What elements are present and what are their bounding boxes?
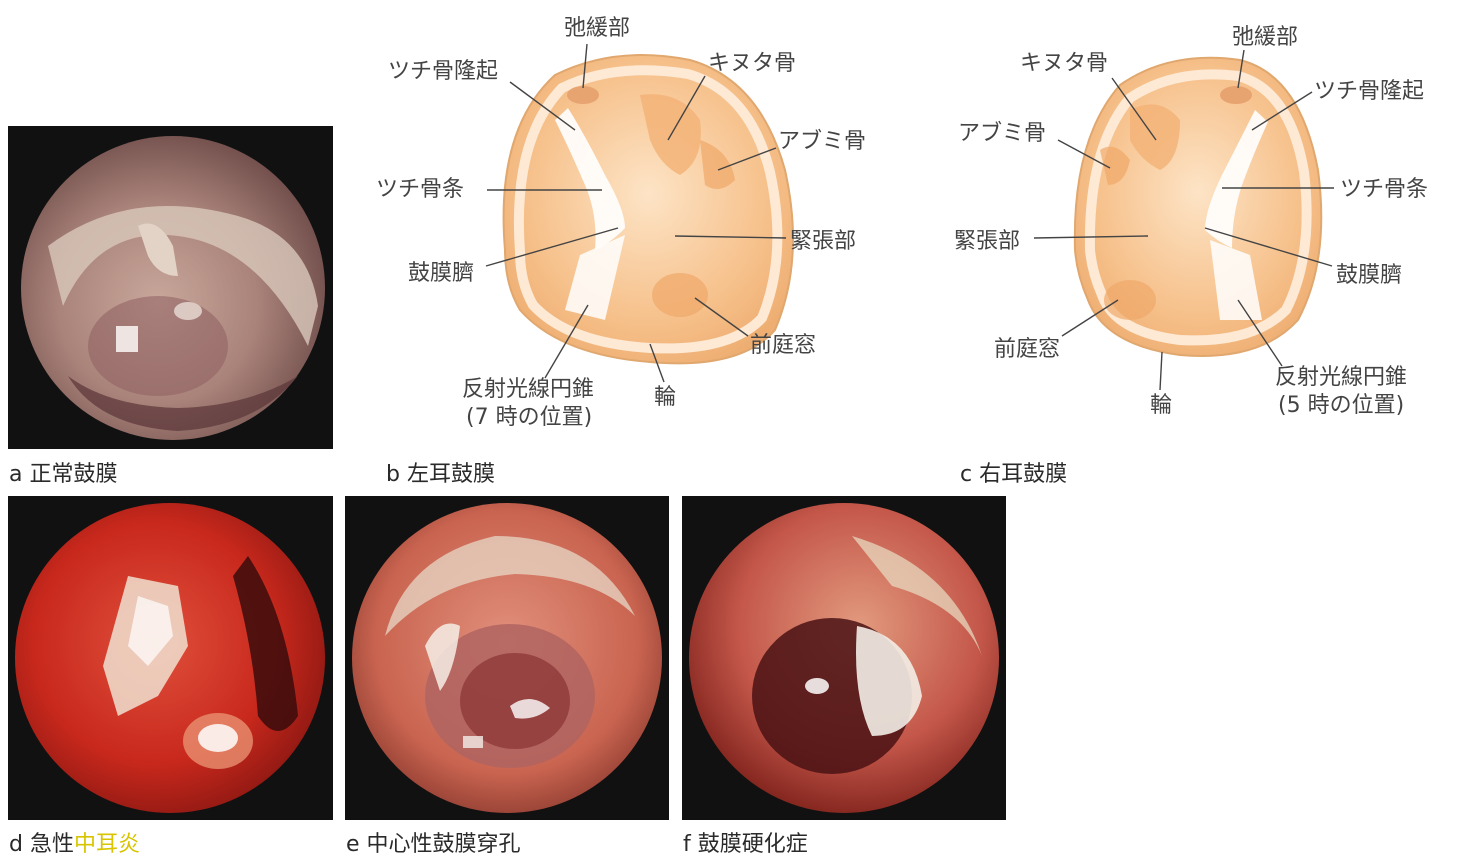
label-umbo-right: 鼓膜臍 (1336, 263, 1402, 288)
photo-acute-otitis-media (8, 496, 333, 820)
label-pars-tensa-left: 緊張部 (790, 229, 856, 254)
label-pars-flaccida-right: 弛緩部 (1232, 25, 1298, 50)
caption-d: d 急性中耳炎 (9, 826, 140, 858)
caption-f: f 鼓膜硬化症 (683, 826, 808, 858)
label-cone-of-light-right: 反射光線円錐 (1275, 365, 1407, 390)
label-manubrium-right: ツチ骨条 (1340, 177, 1428, 202)
label-round-window-right: 前庭窓 (994, 337, 1060, 362)
label-annulus-left: 輪 (654, 385, 676, 410)
label-pars-flaccida-left: 弛緩部 (564, 16, 630, 41)
caption-c: c 右耳鼓膜 (960, 456, 1067, 488)
caption-d-prefix: d 急性 (9, 832, 74, 857)
label-lateral-process-left: ツチ骨隆起 (388, 59, 498, 84)
label-umbo-left: 鼓膜臍 (408, 261, 474, 286)
label-cone-position-left: (7 時の位置) (466, 405, 592, 430)
label-incus-right: キヌタ骨 (1020, 51, 1108, 76)
label-cone-position-right: (5 時の位置) (1278, 393, 1404, 418)
label-round-window-left: 前庭窓 (750, 333, 816, 358)
right-eardrum-diagram (1075, 58, 1321, 356)
label-lateral-process-right: ツチ骨隆起 (1314, 79, 1424, 104)
left-eardrum-diagram (504, 55, 793, 363)
label-manubrium-left: ツチ骨条 (376, 177, 464, 202)
photo-tympanosclerosis (682, 496, 1006, 820)
caption-b: b 左耳鼓膜 (386, 456, 495, 488)
label-annulus-right: 輪 (1150, 393, 1172, 418)
label-incus-left: キヌタ骨 (708, 51, 796, 76)
label-cone-of-light-left: 反射光線円錐 (462, 377, 594, 402)
caption-d-highlight: 中耳炎 (74, 832, 140, 857)
photo-central-perforation (345, 496, 669, 820)
caption-e: e 中心性鼓膜穿孔 (346, 826, 521, 858)
label-stapes-left: アブミ骨 (778, 129, 866, 154)
label-pars-tensa-right: 緊張部 (954, 229, 1020, 254)
label-stapes-right: アブミ骨 (958, 121, 1046, 146)
